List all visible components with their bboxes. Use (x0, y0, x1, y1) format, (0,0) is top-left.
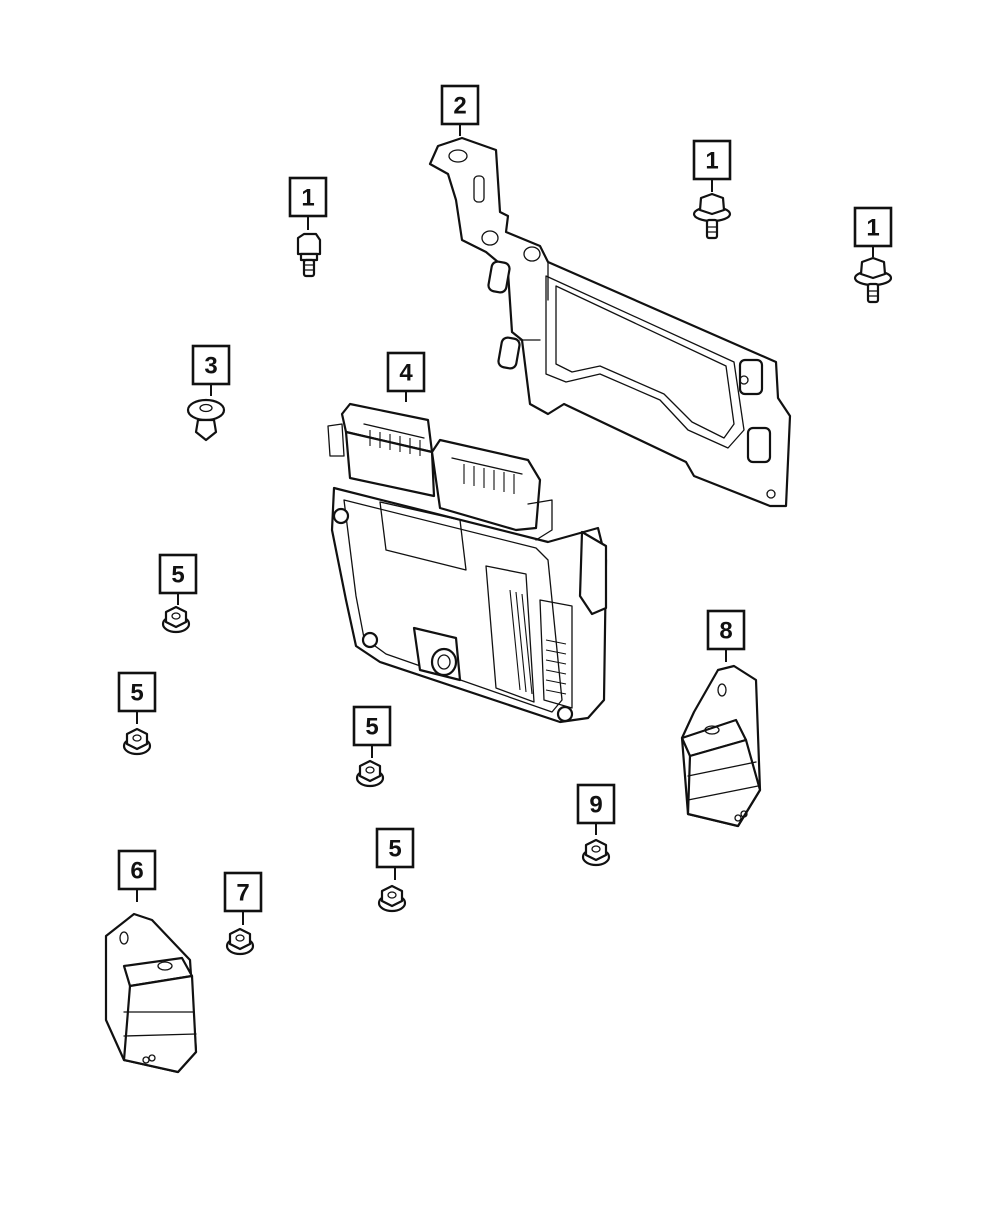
relay-right (680, 664, 762, 828)
callout-label: 5 (388, 836, 401, 863)
nut-d (377, 884, 407, 913)
callout-5-nut-d[interactable]: 5 (375, 827, 415, 880)
callout-4-control-module[interactable]: 4 (386, 351, 426, 402)
callout-label: 9 (589, 792, 602, 819)
callout-5-nut-c[interactable]: 5 (352, 705, 392, 758)
callout-3-push-pin[interactable]: 3 (191, 344, 231, 396)
nut-b (122, 727, 152, 756)
callout-label: 5 (171, 562, 184, 589)
callout-label: 6 (130, 858, 143, 885)
bolt-far-right (853, 256, 893, 304)
callout-label: 5 (130, 680, 143, 707)
bolt-top-right (692, 192, 732, 240)
callout-2-bracket[interactable]: 2 (440, 84, 480, 136)
callout-label: 5 (365, 714, 378, 741)
callout-1-bolt-far-right[interactable]: 1 (853, 206, 893, 257)
engine-control-module (327, 402, 608, 724)
callout-label: 8 (719, 618, 732, 645)
callout-label: 7 (236, 880, 249, 907)
push-pin (186, 398, 226, 442)
nut-a (161, 605, 191, 634)
callout-label: 1 (866, 215, 879, 242)
callout-label: 1 (705, 148, 718, 175)
callout-8-relay-right[interactable]: 8 (706, 609, 746, 662)
nut-c (355, 759, 385, 788)
callout-5-nut-b[interactable]: 5 (117, 671, 157, 724)
callout-1-bolt-top-right[interactable]: 1 (692, 139, 732, 192)
callout-label: 3 (204, 353, 217, 380)
callout-label: 1 (301, 185, 314, 212)
callout-1-bolt-left[interactable]: 1 (288, 176, 328, 230)
nut-7 (225, 927, 255, 956)
callout-9-nut[interactable]: 9 (576, 783, 616, 835)
callout-5-nut-a[interactable]: 5 (158, 553, 198, 605)
callout-label: 4 (399, 360, 413, 387)
bolt-left (296, 232, 322, 278)
mounting-bracket (428, 136, 792, 508)
nut-9 (581, 838, 611, 867)
callout-6-relay-left[interactable]: 6 (117, 849, 157, 902)
relay-left (104, 912, 198, 1074)
callout-7-nut[interactable]: 7 (223, 871, 263, 925)
callout-label: 2 (453, 93, 466, 120)
